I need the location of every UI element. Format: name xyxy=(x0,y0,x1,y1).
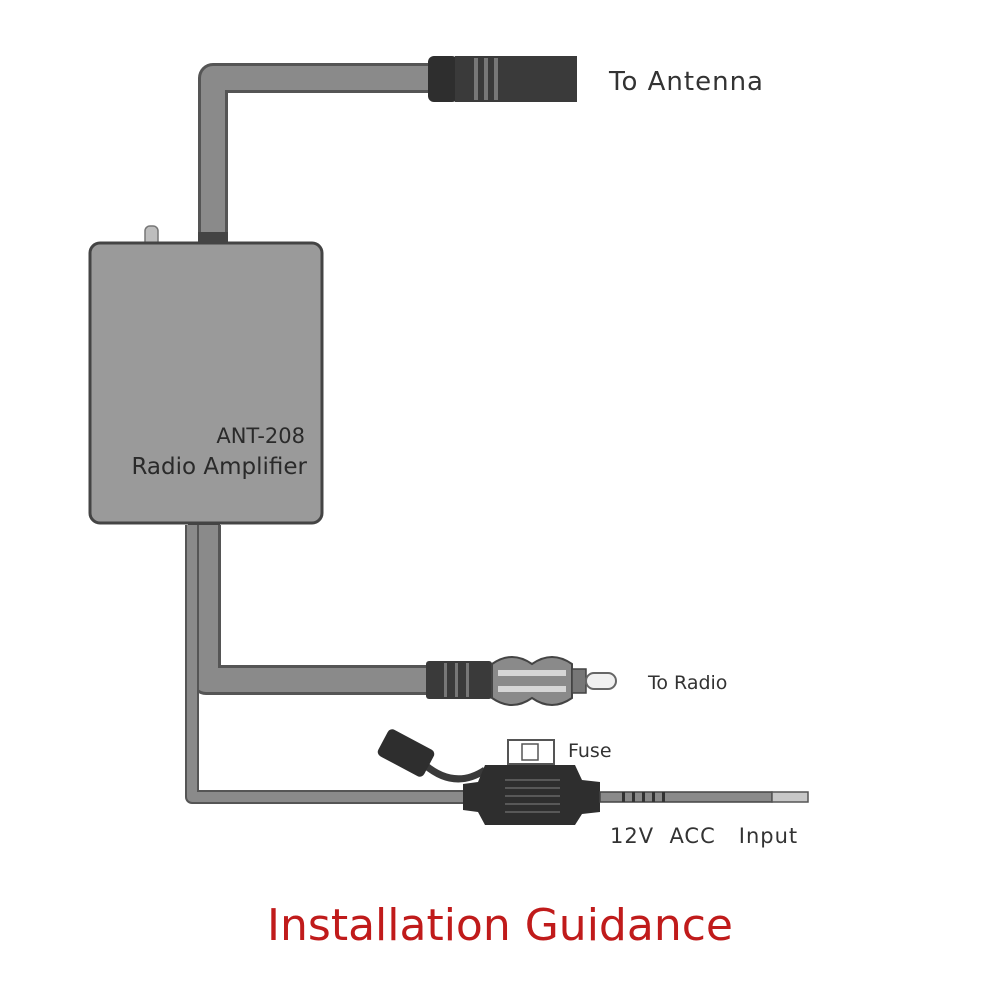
lower-cables xyxy=(185,525,470,804)
antenna-connector xyxy=(428,56,577,102)
caption-title: Installation Guidance xyxy=(267,900,733,951)
label-power-input: 12V ACC Input xyxy=(610,824,798,848)
label-to-antenna: To Antenna xyxy=(608,67,764,97)
power-wire xyxy=(599,791,809,803)
label-fuse: Fuse xyxy=(568,740,612,762)
label-model: ANT-208 xyxy=(216,424,305,448)
antenna-cable xyxy=(198,63,432,240)
amplifier-body xyxy=(88,241,324,525)
label-device: Radio Amplifier xyxy=(131,454,307,480)
radio-connector xyxy=(426,656,617,706)
label-to-radio: To Radio xyxy=(647,672,727,694)
fuse-holder xyxy=(377,729,600,825)
